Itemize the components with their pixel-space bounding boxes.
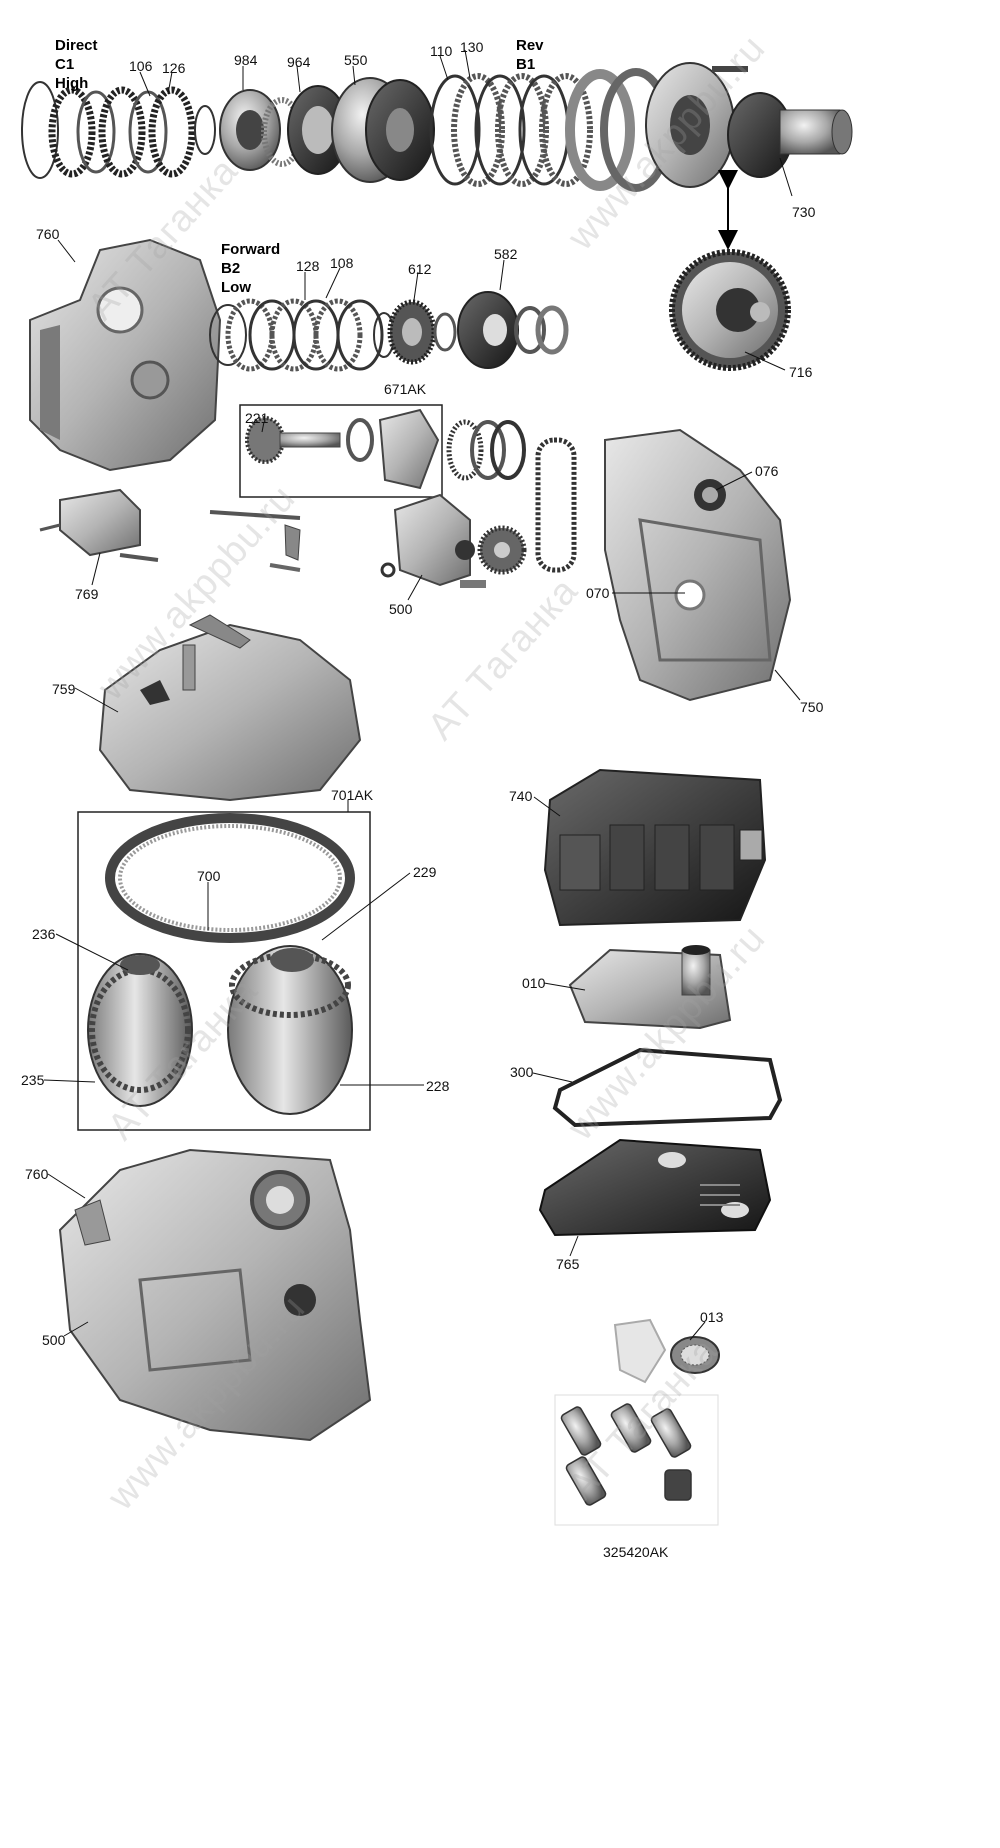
part-label-236: 236 — [32, 926, 56, 942]
part-label-235: 235 — [21, 1072, 45, 1088]
part-label-550: 550 — [344, 52, 368, 68]
part-label-700: 700 — [197, 868, 221, 884]
differential-gear-716 — [669, 249, 791, 371]
oil-filter-010 — [568, 945, 732, 1030]
part-label-760: 760 — [36, 226, 60, 242]
part-label-730: 730 — [792, 204, 816, 220]
forward-clutch-pack — [209, 291, 569, 372]
leader-lines — [43, 49, 801, 1341]
group-label-line: High — [55, 75, 89, 92]
housing-759 — [98, 614, 362, 802]
part-label-750: 750 — [800, 699, 824, 715]
group-label-line: B2 — [221, 260, 241, 277]
group-label-line: B1 — [516, 56, 536, 73]
part-label-229: 229 — [413, 864, 437, 880]
shaft-221 — [245, 408, 440, 490]
group-label-line: C1 — [55, 56, 75, 73]
belt-700 — [105, 813, 355, 943]
part-label-300: 300 — [510, 1064, 534, 1080]
group-label-direct: Direct C1 High — [55, 36, 98, 93]
oil-pump-chain — [535, 437, 577, 573]
part-label-716: 716 — [789, 364, 813, 380]
part-label-110: 110 — [430, 43, 453, 59]
oil-pump-500 — [380, 493, 527, 588]
part-label-500-bottom: 500 — [42, 1332, 66, 1348]
part-label-760-bottom: 760 — [25, 1166, 49, 1182]
part-label-500: 500 — [389, 601, 413, 617]
case-assembly-bottom — [58, 1148, 372, 1442]
part-label-671ak: 671AK — [384, 381, 427, 397]
part-label-130: 130 — [460, 39, 484, 55]
secondary-pulley-228 — [227, 945, 353, 1115]
group-label-line: Rev — [516, 37, 544, 54]
group-label-line: Low — [221, 279, 251, 296]
kit-671ak-frame — [239, 404, 443, 498]
part-label-582: 582 — [494, 246, 518, 262]
primary-pulley-235 — [87, 953, 193, 1107]
valve-body-740 — [543, 768, 767, 927]
part-label-984: 984 — [234, 52, 258, 68]
group-label-line: Forward — [221, 241, 281, 258]
solenoids-325420ak — [560, 1403, 692, 1506]
part-label-128: 128 — [296, 258, 320, 274]
part-label-221: 221 — [245, 410, 269, 426]
drum-rings — [446, 419, 526, 481]
group-label-line: Direct — [55, 37, 98, 54]
kit-701ak-frame — [77, 811, 371, 1131]
transmission-case-760 — [29, 238, 222, 472]
parking-parts-769 — [39, 488, 301, 572]
part-label-759: 759 — [52, 681, 76, 697]
part-label-126: 126 — [162, 60, 186, 76]
part-label-325420ak: 325420AK — [603, 1544, 669, 1560]
oil-pan-765 — [538, 1138, 772, 1237]
part-label-228: 228 — [426, 1078, 450, 1094]
group-label-forward: Forward B2 Low — [221, 240, 280, 297]
solenoid-kit-frame — [554, 1394, 719, 1526]
part-label-108: 108 — [330, 255, 354, 271]
part-label-106: 106 — [129, 58, 153, 74]
group-label-rev: Rev B1 — [516, 36, 544, 74]
side-cover-750 — [604, 428, 792, 702]
top-clutch-row — [21, 62, 853, 192]
oil-pan-gasket-300 — [552, 1047, 783, 1128]
sensor-013 — [613, 1318, 720, 1384]
part-label-612: 612 — [408, 261, 432, 277]
part-label-076: 076 — [755, 463, 779, 479]
part-label-701ak: 701AK — [331, 787, 374, 803]
part-label-964: 964 — [287, 54, 311, 70]
part-label-740: 740 — [509, 788, 533, 804]
part-label-013: 013 — [700, 1309, 724, 1325]
part-label-769: 769 — [75, 586, 99, 602]
part-label-765: 765 — [556, 1256, 580, 1272]
part-label-010: 010 — [522, 975, 546, 991]
part-label-070: 070 — [586, 585, 610, 601]
